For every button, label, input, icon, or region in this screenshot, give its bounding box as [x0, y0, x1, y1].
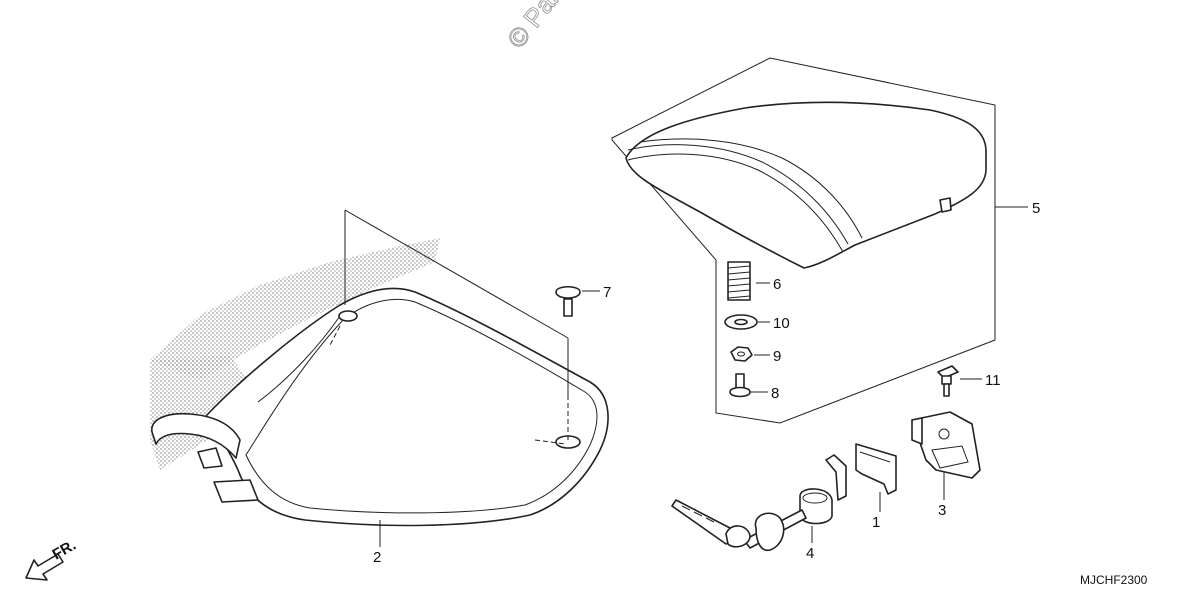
- rider-seat[interactable]: [151, 287, 609, 527]
- callout-6: 6: [773, 276, 781, 293]
- callout-4: 4: [806, 545, 814, 562]
- callout-1: 1: [872, 514, 880, 531]
- callout-8: 8: [771, 385, 779, 402]
- callout-10: 10: [773, 315, 790, 332]
- callout-2: 2: [373, 549, 381, 566]
- callout-5: 5: [1032, 200, 1040, 217]
- pillion-seat[interactable]: [625, 101, 987, 269]
- callout-labels: 1 2 3 4 5 6 7 8 9 10 11: [373, 200, 1040, 566]
- nut-item-9[interactable]: [730, 346, 753, 362]
- spring-item-6[interactable]: [727, 261, 751, 301]
- clip-item-1[interactable]: [855, 443, 897, 495]
- key-cylinder-item-4[interactable]: [671, 454, 847, 552]
- front-arrow-icon: [25, 553, 64, 581]
- callout-11: 11: [985, 372, 1001, 389]
- screw-item-8[interactable]: [729, 373, 751, 398]
- leader-lines: [379, 206, 1028, 547]
- assembly-lines: [344, 209, 569, 440]
- diagram-code: MJCHF2300: [1080, 573, 1148, 587]
- bolt-item-11[interactable]: [937, 365, 959, 397]
- callout-7: 7: [603, 284, 611, 301]
- seat-latch-item-3[interactable]: [911, 411, 981, 479]
- bolt-item-7[interactable]: [555, 285, 581, 317]
- callout-3: 3: [938, 502, 946, 519]
- callout-9: 9: [773, 348, 781, 365]
- washer-item-10[interactable]: [724, 314, 758, 330]
- watermark-text: © Parts: [501, 0, 578, 54]
- front-direction-indicator: FR.: [25, 537, 79, 581]
